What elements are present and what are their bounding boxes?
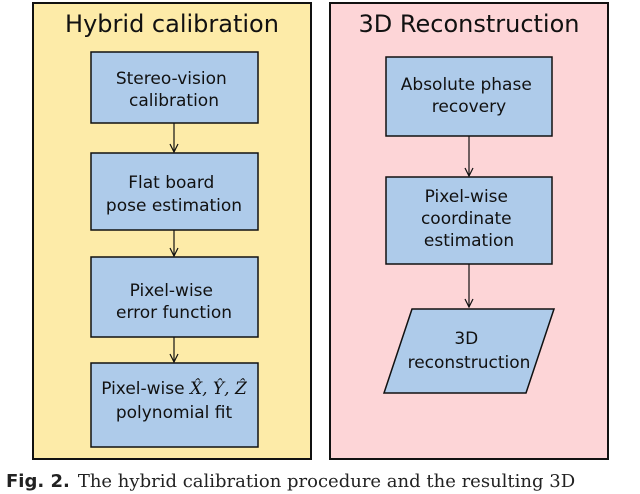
stereo-vision-calibration-box: Stereo-vision calibration <box>90 51 259 124</box>
workflow-diagram: Hybrid calibration Stereo-vision calibra… <box>32 2 609 460</box>
box-label-line: Pixel-wise <box>101 379 184 399</box>
box-label-line: Pixel-wise <box>425 187 508 207</box>
pixel-wise-error-function-box: Pixel-wise error function <box>90 256 259 338</box>
box-label-line: error function <box>116 303 232 323</box>
box-label-line: calibration <box>129 91 219 111</box>
flat-board-pose-estimation-box: Flat board pose estimation <box>90 152 259 231</box>
3d-reconstruction-output-shape: 3D reconstruction <box>382 308 556 394</box>
3d-reconstruction-title: 3D Reconstruction <box>359 10 580 38</box>
svg-text:Pixel-wise coordinate: Pixel-wise coordinate estimation <box>421 187 517 251</box>
svg-text:3D reconstruction: 3D reconstruction <box>408 329 531 373</box>
svg-text:Pixel-wise error funct: Pixel-wise error function <box>116 281 232 323</box>
figure-caption-label: Fig. 2. <box>6 471 70 492</box>
svg-text:Pixel-wise X̂, Ŷ, Ẑ: Pixel-wise X̂, Ŷ, Ẑ <box>101 378 248 399</box>
figure-caption-text: The hybrid calibration procedure and the… <box>77 471 576 492</box>
xyz-hat-math: X̂, Ŷ, Ẑ <box>188 378 248 399</box>
hybrid-calibration-panel: Hybrid calibration Stereo-vision calibra… <box>32 2 312 460</box>
3d-reconstruction-panel: 3D Reconstruction Absolute phase recover… <box>329 2 609 460</box>
hybrid-calibration-title: Hybrid calibration <box>65 10 279 38</box>
box-label-line: coordinate <box>421 209 512 229</box>
box-label-line: recovery <box>432 97 506 117</box>
box-label-line: pose estimation <box>106 196 242 216</box>
svg-text:Absolute phase recover: Absolute phase recovery <box>401 75 537 117</box>
figure-caption: Fig. 2. The hybrid calibration procedure … <box>6 470 640 494</box>
box-label-line: polynomial fit <box>116 403 233 423</box>
box-label-line: Pixel-wise <box>130 281 213 301</box>
box-label-line: Stereo-vision <box>116 69 227 89</box>
svg-text:Stereo-vision calibrat: Stereo-vision calibration <box>116 69 232 111</box>
pixel-wise-coordinate-estimation-box: Pixel-wise coordinate estimation <box>385 176 553 265</box>
box-label-line: 3D <box>454 329 478 349</box>
box-label-line: Absolute phase <box>401 75 532 95</box>
box-label-line: estimation <box>424 231 514 251</box>
polynomial-fit-box: Pixel-wise X̂, Ŷ, Ẑ polynomial fit <box>90 362 259 448</box>
svg-text:Flat board pose estima: Flat board pose estimation <box>106 173 242 216</box>
box-label-line: reconstruction <box>408 353 531 373</box>
box-label-line: Flat board <box>128 173 214 193</box>
absolute-phase-recovery-box: Absolute phase recovery <box>385 56 553 137</box>
svg-text:polynomial fit: polynomial fit <box>116 403 233 423</box>
